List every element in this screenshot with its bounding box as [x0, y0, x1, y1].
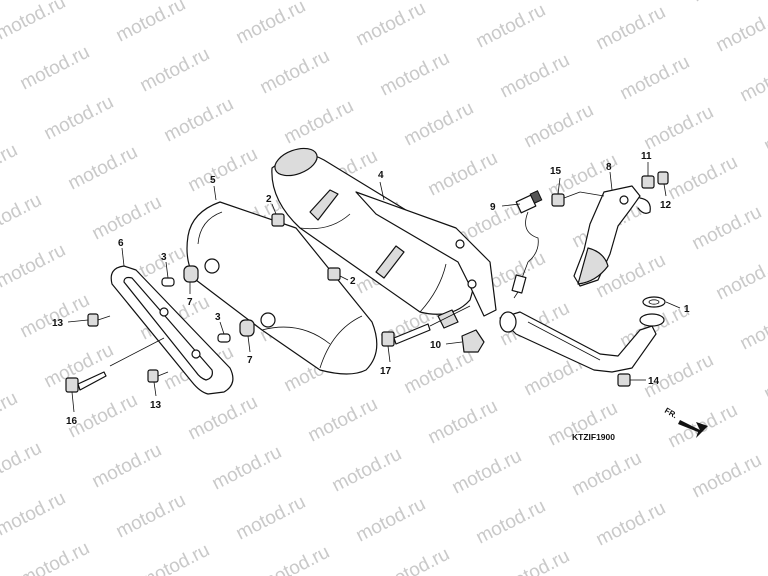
callout-5: 5 [210, 175, 216, 186]
callout-2-upper: 2 [266, 194, 272, 205]
callout-12: 12 [660, 200, 672, 211]
callout-1: 1 [684, 304, 690, 315]
callout-8: 8 [606, 162, 612, 173]
muffler-stay [110, 265, 234, 395]
bolt-16 [65, 371, 107, 393]
nut-lower [327, 267, 341, 281]
muffler-body [271, 147, 477, 315]
nut-11 [641, 175, 655, 189]
bolt-15 [551, 191, 581, 207]
o2-sensor [511, 190, 543, 299]
nut-upper [271, 213, 285, 227]
nut-14 [617, 373, 631, 387]
bolt-17 [381, 323, 431, 347]
exhaust-pipe [499, 311, 665, 373]
callout-14: 14 [648, 376, 660, 387]
callout-15: 15 [550, 166, 562, 177]
bolt-12 [657, 171, 669, 185]
gasket-inner [648, 299, 660, 305]
callout-13-lower: 13 [150, 400, 162, 411]
callout-labels: 1 2 2 3 3 4 5 6 7 7 8 9 10 11 12 13 13 1… [52, 151, 690, 427]
front-arrow-icon: FR. [663, 406, 708, 438]
callout-4: 4 [378, 170, 384, 181]
callout-16: 16 [66, 416, 78, 427]
sensor-guard [461, 329, 485, 353]
callout-3-lower: 3 [215, 312, 221, 323]
callout-6: 6 [118, 238, 124, 249]
callout-9: 9 [490, 202, 496, 213]
gasket [642, 296, 666, 308]
callout-17: 17 [380, 366, 392, 377]
front-marker-label: FR. [663, 406, 679, 420]
callout-3-upper: 3 [161, 252, 167, 263]
callout-13-upper: 13 [52, 318, 64, 329]
callout-7-lower: 7 [247, 355, 253, 366]
leader-lines [67, 162, 681, 413]
bolt-13-upper [87, 313, 111, 327]
damper-upper [183, 258, 220, 283]
bolt-13-lower [147, 369, 169, 383]
callout-7-upper: 7 [187, 297, 193, 308]
diagram-code: KTZIF1900 [572, 432, 615, 442]
callout-11: 11 [641, 151, 652, 162]
callout-2-lower: 2 [350, 276, 356, 287]
callout-10: 10 [430, 340, 442, 351]
pipe-protector [573, 185, 651, 287]
collar-upper [161, 277, 175, 287]
damper-lower [239, 312, 276, 337]
collar-lower [217, 333, 231, 343]
